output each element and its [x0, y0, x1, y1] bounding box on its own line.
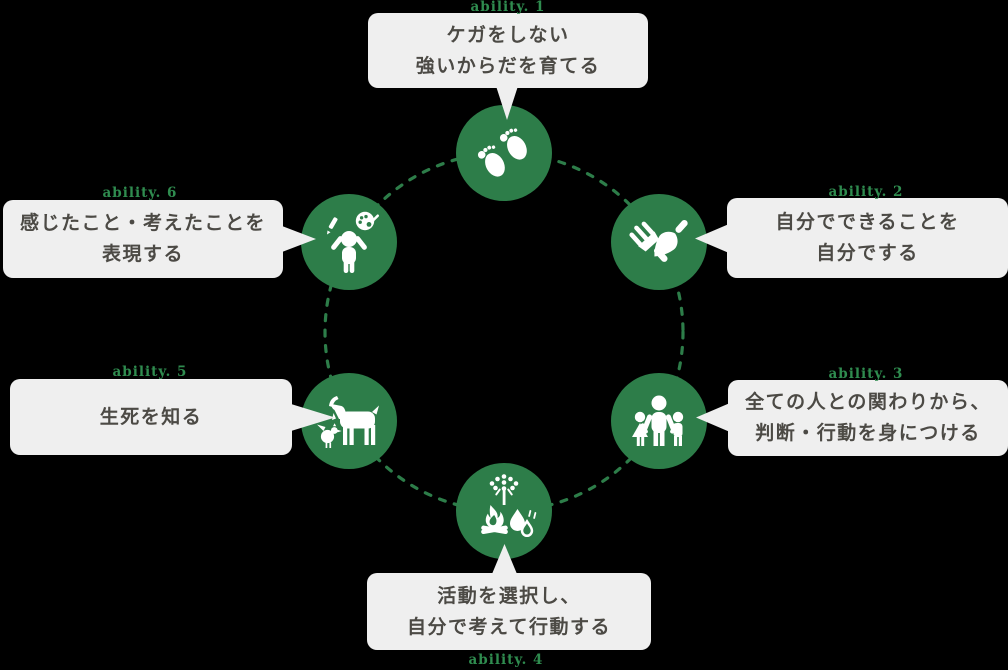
ability-1-bubble: ケガをしない 強いからだを育てる — [368, 13, 648, 88]
ability-5-bubble: 生死を知る — [10, 379, 292, 455]
garden-tools-icon — [629, 219, 688, 262]
ability-2-text: 自分でできることを 自分でする — [775, 212, 960, 264]
ability-3-bubble: 全ての人との関わりから、 判断・行動を身につける — [728, 380, 1008, 456]
ability-3-label: ability. 3 — [828, 366, 904, 382]
child-expression-icon — [327, 211, 380, 273]
ability-1-text: ケガをしない 強いからだを育てる — [415, 24, 601, 77]
ability-6-circle — [301, 194, 397, 290]
ability-3-text: 全ての人との関わりから、 判断・行動を身につける — [745, 392, 991, 444]
ability-6-bubble: 感じたこと・考えたことを 表現する — [3, 200, 283, 278]
ability-1-label: ability. 1 — [470, 0, 546, 15]
ability-4-label: ability. 4 — [468, 652, 544, 668]
ability-4-text: 活動を選択し、 自分で考えて行動する — [406, 585, 612, 638]
ability-4-bubble: 活動を選択し、 自分で考えて行動する — [367, 573, 651, 650]
ability-6-label: ability. 6 — [102, 185, 178, 201]
ability-3-circle — [611, 373, 707, 469]
ability-2-label: ability. 2 — [828, 184, 904, 200]
family-icon — [632, 395, 684, 446]
ability-5-label: ability. 5 — [112, 364, 188, 380]
footprints-icon — [477, 128, 527, 177]
goat-chicken-icon — [317, 396, 379, 448]
ability-4-circle — [456, 463, 552, 559]
ability-2-bubble: 自分でできることを 自分でする — [727, 198, 1008, 278]
nature-activity-icon — [481, 474, 537, 538]
ability-5-text: 生死を知る — [99, 406, 203, 428]
ability-1-circle — [456, 105, 552, 201]
ability-6-text: 感じたこと・考えたことを 表現する — [19, 213, 266, 265]
ability-2-circle — [611, 194, 707, 290]
